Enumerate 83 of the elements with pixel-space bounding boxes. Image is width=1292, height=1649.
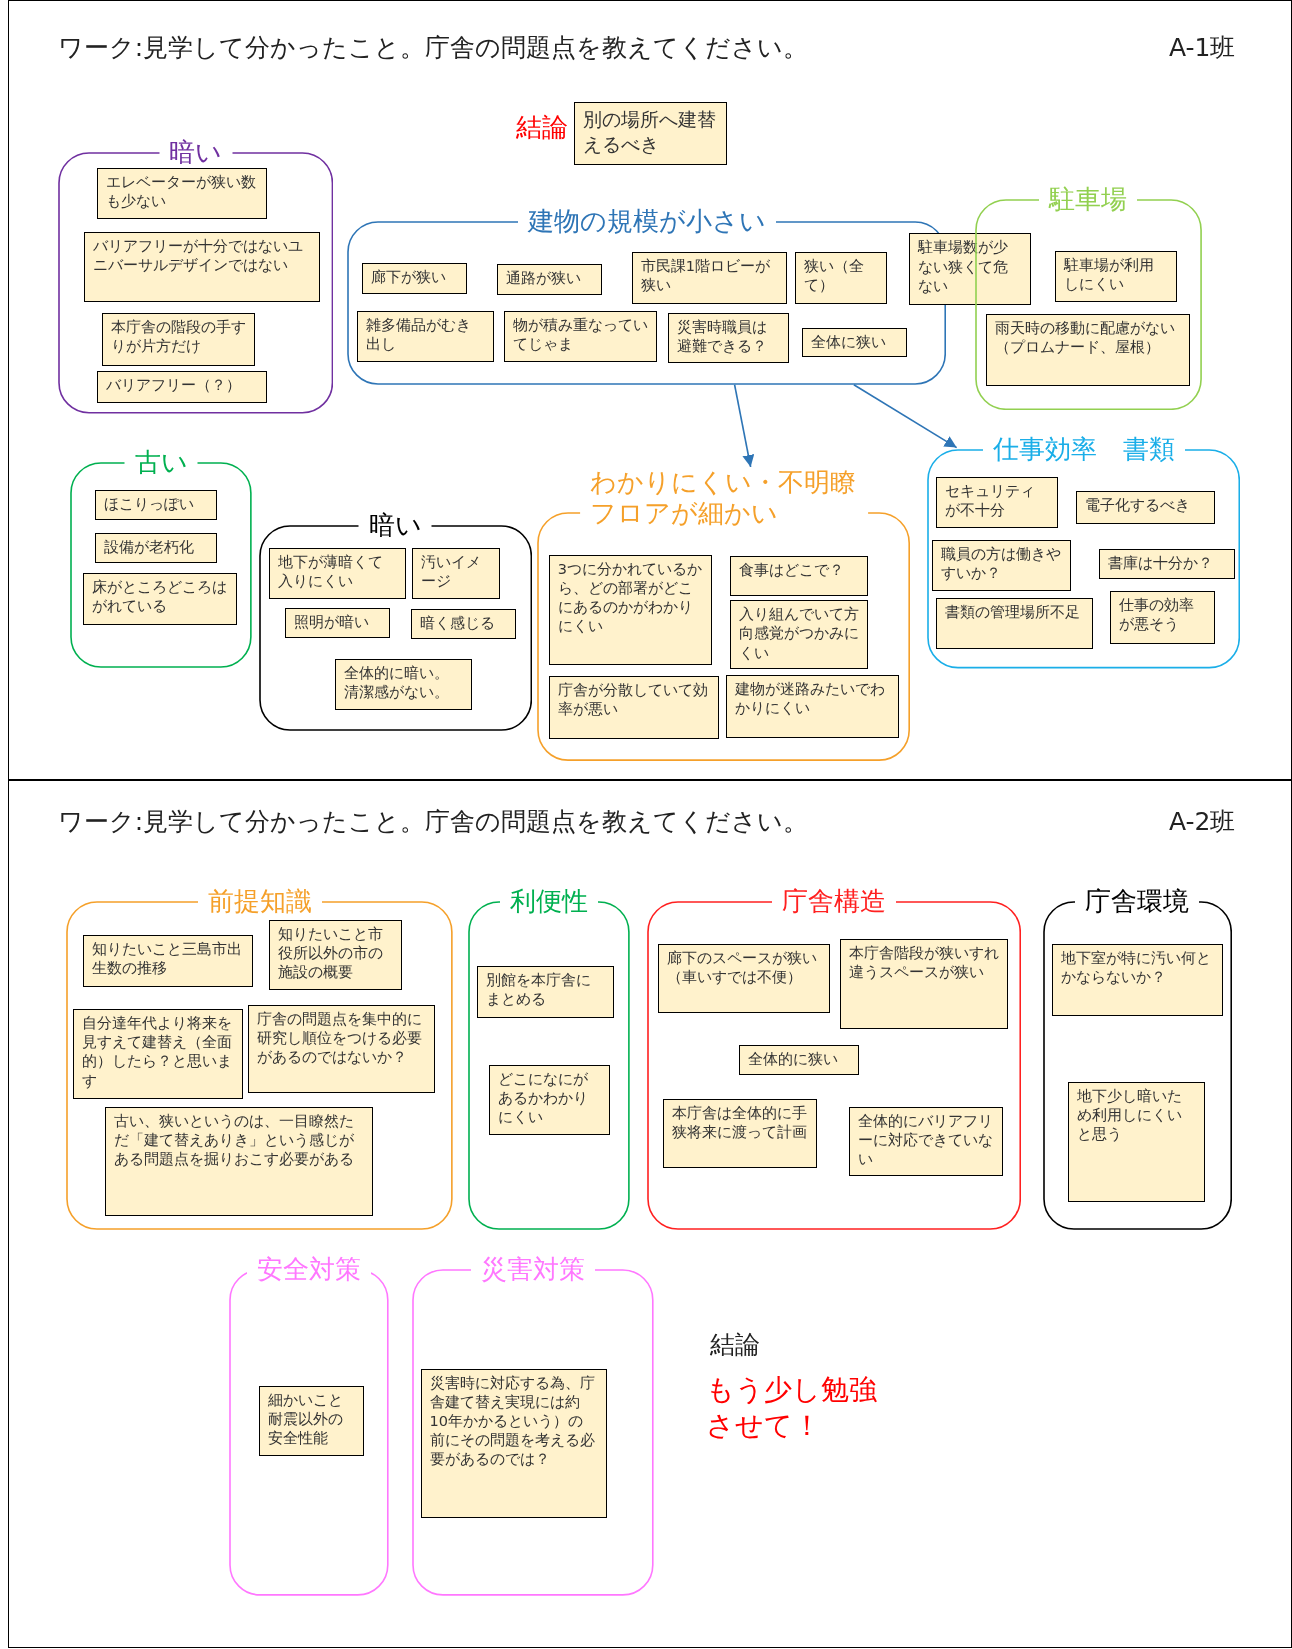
arrow	[733, 383, 755, 468]
sticky-note: 本庁舎の階段の手すりが片方だけ	[101, 313, 256, 366]
sticky-note: セキュリティが不十分	[935, 477, 1058, 528]
sticky-note: 職員の方は働きやすいか？	[932, 540, 1072, 591]
group-heading: 建物の規模が小さい	[517, 205, 776, 237]
group-frame	[646, 885, 1021, 1230]
group-frame	[927, 433, 1241, 669]
sticky-note: 設備が老朽化	[94, 532, 217, 564]
sticky-note: どこになにがあるかわかりにくい	[488, 1064, 610, 1136]
sticky-note: エレベーターが狭い数も少ない	[96, 168, 267, 219]
group-heading: 庁舎環境	[1075, 885, 1200, 917]
group-heading: 駐車場	[1039, 183, 1138, 215]
sticky-note: 床がところどころはがれている	[83, 572, 237, 626]
group-heading: 前提知識	[197, 885, 322, 917]
sticky-note: 細かいこと耐震以外の安全性能	[258, 1385, 364, 1456]
sticky-note: 庁舎の問題点を集中的に研究し順位をつける必要があるのではないか？	[248, 1005, 436, 1094]
group-frame	[258, 509, 532, 731]
team-label: A-1班	[1169, 31, 1236, 64]
sticky-note: 物が積み重なっていてじゃま	[503, 311, 657, 362]
sticky-note: 建物が迷路みたいでわかりにくい	[726, 674, 899, 738]
sticky-note: 別の場所へ建替えるべき	[574, 101, 728, 166]
sticky-note: 電子化するべき	[1076, 490, 1216, 524]
arrow	[853, 383, 958, 449]
group-frame	[346, 205, 947, 385]
conclusion-text: もう少し勉強させて！	[706, 1371, 879, 1445]
sticky-note: 廊下のスペースが狭い（車いすでは不便）	[658, 944, 831, 1014]
sticky-note: ほこりっぽい	[94, 489, 217, 521]
sticky-note: 災害時に対応する為、庁舎建て替え実現には約10年かかるという）の前にその問題を考える必要があるのでは？	[420, 1368, 607, 1518]
group-frame	[66, 885, 454, 1230]
sticky-note: 駐車場数が少ない狭くて危ない	[909, 233, 1032, 305]
sticky-note: 知りたいこと市役所以外の市の施設の概要	[269, 919, 402, 991]
sticky-note: 書庫は十分か？	[1098, 548, 1236, 580]
sticky-note: 市民課1階ロビーが狭い	[631, 252, 788, 304]
sticky-note: 全体的にバリアフリーに対応できていない	[849, 1106, 1003, 1177]
sticky-note: 汚いイメージ	[412, 547, 501, 600]
group-frame	[412, 1253, 654, 1596]
sticky-note: 古い、狭いというのは、一目瞭然ただ「建て替えありき」という感じがある問題点を掘りおこす必要がある	[105, 1106, 374, 1217]
sticky-note: 知りたいこと三島市出生数の推移	[83, 934, 254, 988]
conclusion-label: 結論	[709, 1328, 760, 1361]
group-heading: 仕事効率 書類	[982, 433, 1185, 465]
sticky-note: バリアフリー（？）	[96, 371, 267, 403]
sticky-note: 本庁舎は全体的に手狭将来に渡って計画	[663, 1098, 817, 1168]
sticky-note: 本庁舎階段が狭いすれ違うスペースが狭い	[839, 938, 1009, 1030]
sticky-note: 庁舎が分散していて効率が悪い	[548, 675, 720, 739]
page-title: ワーク:見学して分かったこと。庁舎の問題点を教えてください。	[57, 31, 809, 64]
sticky-note: 3つに分かれているから、どの部署がどこにあるのかがわかりにくい	[548, 555, 712, 666]
sticky-note: 入り組んでいて方向感覚がつかみにくい	[729, 600, 869, 669]
sticky-note: 全体的に狭い	[739, 1044, 859, 1076]
group-heading: 利便性	[499, 885, 598, 917]
sticky-note: 雑多備品がむき出し	[357, 311, 495, 362]
page-title: ワーク:見学して分かったこと。庁舎の問題点を教えてください。	[57, 806, 809, 839]
sticky-note: 仕事の効率が悪そう	[1110, 590, 1216, 645]
group-frame	[229, 1253, 389, 1596]
group-frame	[70, 446, 253, 668]
group-frame	[57, 137, 334, 415]
sticky-note: 駐車場が利用しにくい	[1055, 251, 1178, 302]
sticky-note: 全体に狭い	[802, 328, 908, 358]
sticky-note: 全体的に暗い。清潔感がない。	[335, 659, 472, 710]
sticky-note: 地下が薄暗くて入りにくい	[269, 547, 406, 600]
group-frame	[467, 885, 630, 1230]
sticky-note: 通路が狭い	[497, 263, 603, 296]
sticky-note: 自分達年代より将来を見すえて建替え（全面的）したら？と思います	[72, 1009, 243, 1099]
conclusion-label: 結論	[516, 110, 568, 144]
group-heading: わかりにくい・不明瞭フロアが細かい	[579, 467, 868, 529]
sticky-note: 廊下が狭い	[361, 262, 467, 295]
sticky-note: 雨天時の移動に配慮がない（プロムナード、屋根）	[986, 314, 1190, 386]
group-frame	[537, 467, 911, 762]
group-heading: 安全対策	[247, 1253, 372, 1285]
group-heading: 災害対策	[471, 1253, 595, 1285]
sticky-note: 暗く感じる	[411, 608, 517, 640]
sticky-note: 狭い（全て）	[794, 252, 888, 304]
sticky-note: 食事はどこで？	[729, 556, 869, 597]
sticky-note: 書類の管理場所不足	[935, 598, 1094, 649]
team-label: A-2班	[1169, 806, 1236, 839]
group-heading: 古い	[124, 446, 198, 478]
sticky-note: 地下少し暗いため利用しにくいと思う	[1068, 1081, 1205, 1202]
sticky-note: 災害時職員は避難できる？	[667, 313, 790, 363]
sticky-note: 地下室が特に汚い何とかならないか？	[1052, 944, 1223, 1016]
sticky-note: バリアフリーが十分ではないユニバーサルデザインではない	[84, 232, 320, 302]
sticky-note: 別館を本庁舎にまとめる	[477, 966, 614, 1018]
group-frame	[1042, 885, 1233, 1230]
sticky-note: 照明が暗い	[284, 607, 390, 639]
group-heading: 庁舎構造	[771, 885, 896, 917]
